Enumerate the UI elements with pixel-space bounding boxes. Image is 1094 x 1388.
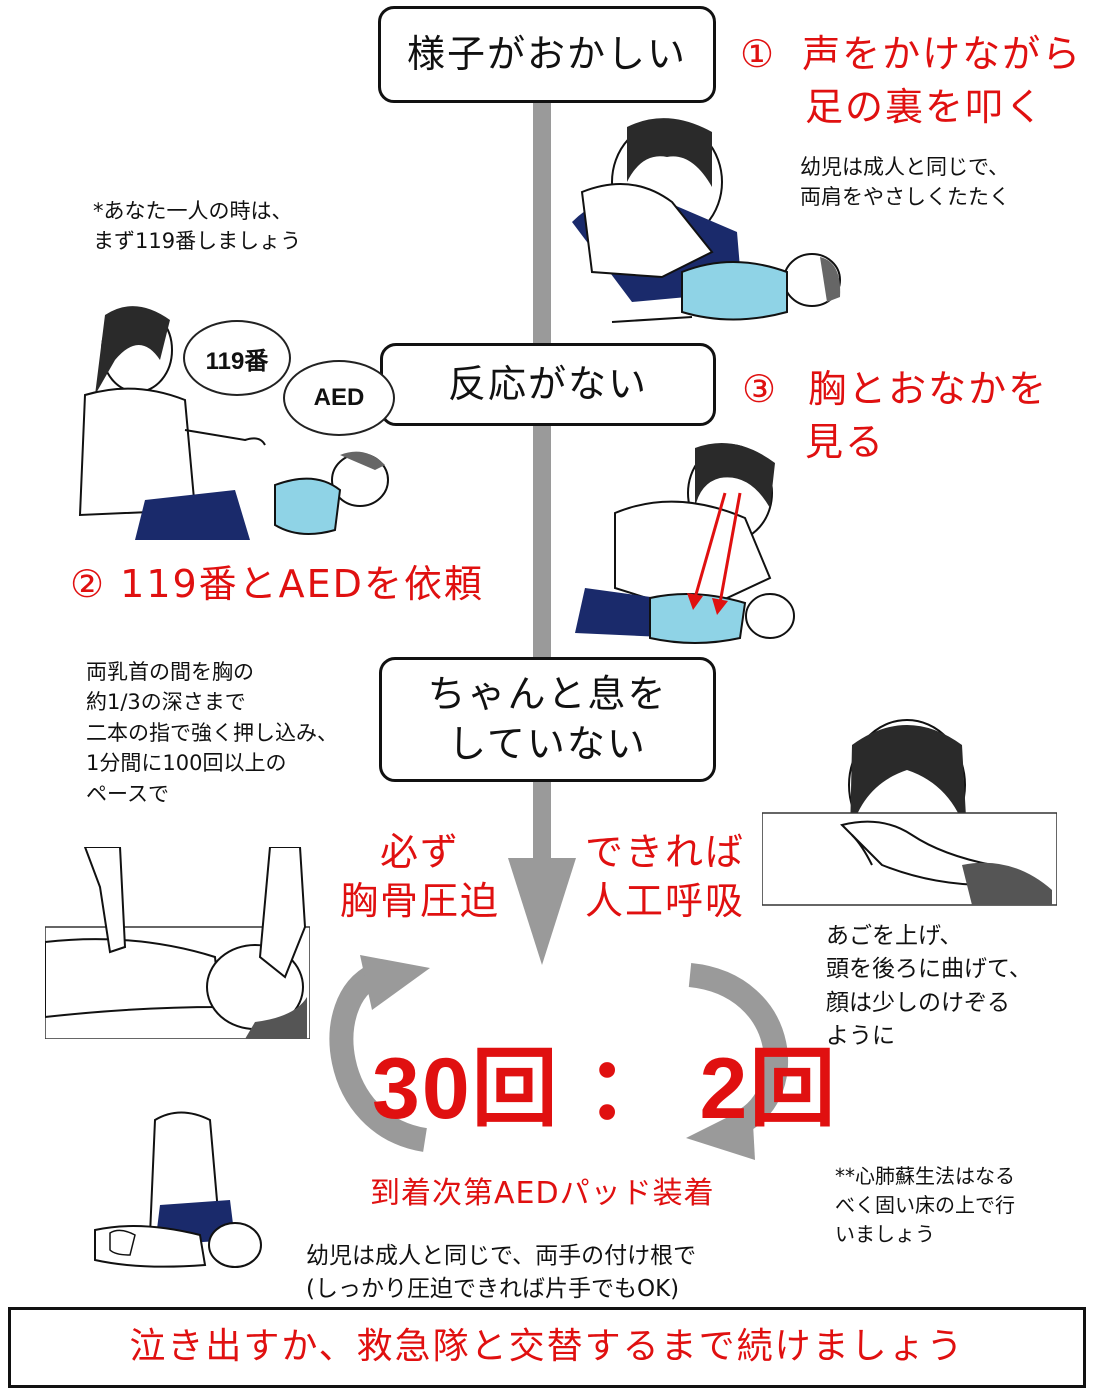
flow-box-not-breathing-line1: ちゃんと息を [427,672,668,717]
step1-line2-text: 足の裏を叩く [805,85,1046,129]
step2-text: ② 119番とAEDを依頼 [70,562,484,606]
flow-box-not-breathing-line2: していない [448,721,647,766]
flow-box-abnormal-label: 様子がおかしい [406,31,687,76]
step3-line1: 胸とおなかを [808,367,1049,411]
flow-box-not-breathing: ちゃんと息を していない [379,657,716,782]
note-infant-tap: 幼児は成人と同じで、 両肩をやさしくたたく [800,155,1010,210]
illustration-compression [45,847,310,1039]
illustration-child-compression [94,1111,262,1268]
step3-number: ③ [742,367,779,411]
note-alone: *あなた一人の時は、 まず119番しましょう [93,199,302,254]
flow-box-no-response-label: 反応がない [447,361,648,406]
speech-bubble-119: 119番 [183,320,291,396]
step1-text: ① 声をかけながら [740,30,1082,79]
note-infant-hands: 幼児は成人と同じで、両手の付け根で (しっかり圧迫できれば片手でもOK) [306,1243,697,1303]
aed-pad-text: 到着次第AEDパッド装着 [370,1176,715,1211]
step3-text: ③ 胸とおなかを [742,365,1048,414]
compression-label: 必ず 胸骨圧迫 [335,828,505,927]
breath-line1: できれば [584,830,745,874]
step3-line2-text: 見る [805,420,886,464]
final-instruction-box: 泣き出すか、救急隊と交替するまで続けましょう [8,1307,1086,1388]
final-instruction-text: 泣き出すか、救急隊と交替するまで続けましょう [129,1326,965,1368]
speech-bubble-aed: AED [283,360,395,436]
ratio-text: 30回 ： 2回 [372,1018,837,1143]
note-airway: あごを上げ、 頭を後ろに曲げて、 顔は少しのけぞる ように [826,923,1032,1050]
step1-line1: 声をかけながら [802,32,1083,76]
illustration-check-breathing [575,443,795,644]
compression-line2: 胸骨圧迫 [339,879,500,924]
step1-number: ① [740,32,777,76]
breath-label: できれば 人工呼吸 [575,828,755,927]
ratio-breaths: 2回 [699,1041,838,1137]
illustration-rescue-breath [762,719,1057,906]
compression-line1: 必ず [379,830,460,874]
breath-line2: 人工呼吸 [584,879,745,924]
note-compression-how: 両乳首の間を胸の 約1/3の深さまで 二本の指で強く押し込み、 1分間に100回… [86,660,338,806]
ratio-compressions: 30回 [372,1041,560,1137]
flow-box-abnormal: 様子がおかしい [378,6,716,103]
flow-box-no-response: 反応がない [380,343,716,426]
note-floor: **心肺蘇生法はなる べく固い床の上で行 いましょう [835,1164,1015,1246]
illustration-tap-infant [572,118,841,323]
illustration-call-help [78,306,389,540]
ratio-separator: ： [585,1041,674,1137]
